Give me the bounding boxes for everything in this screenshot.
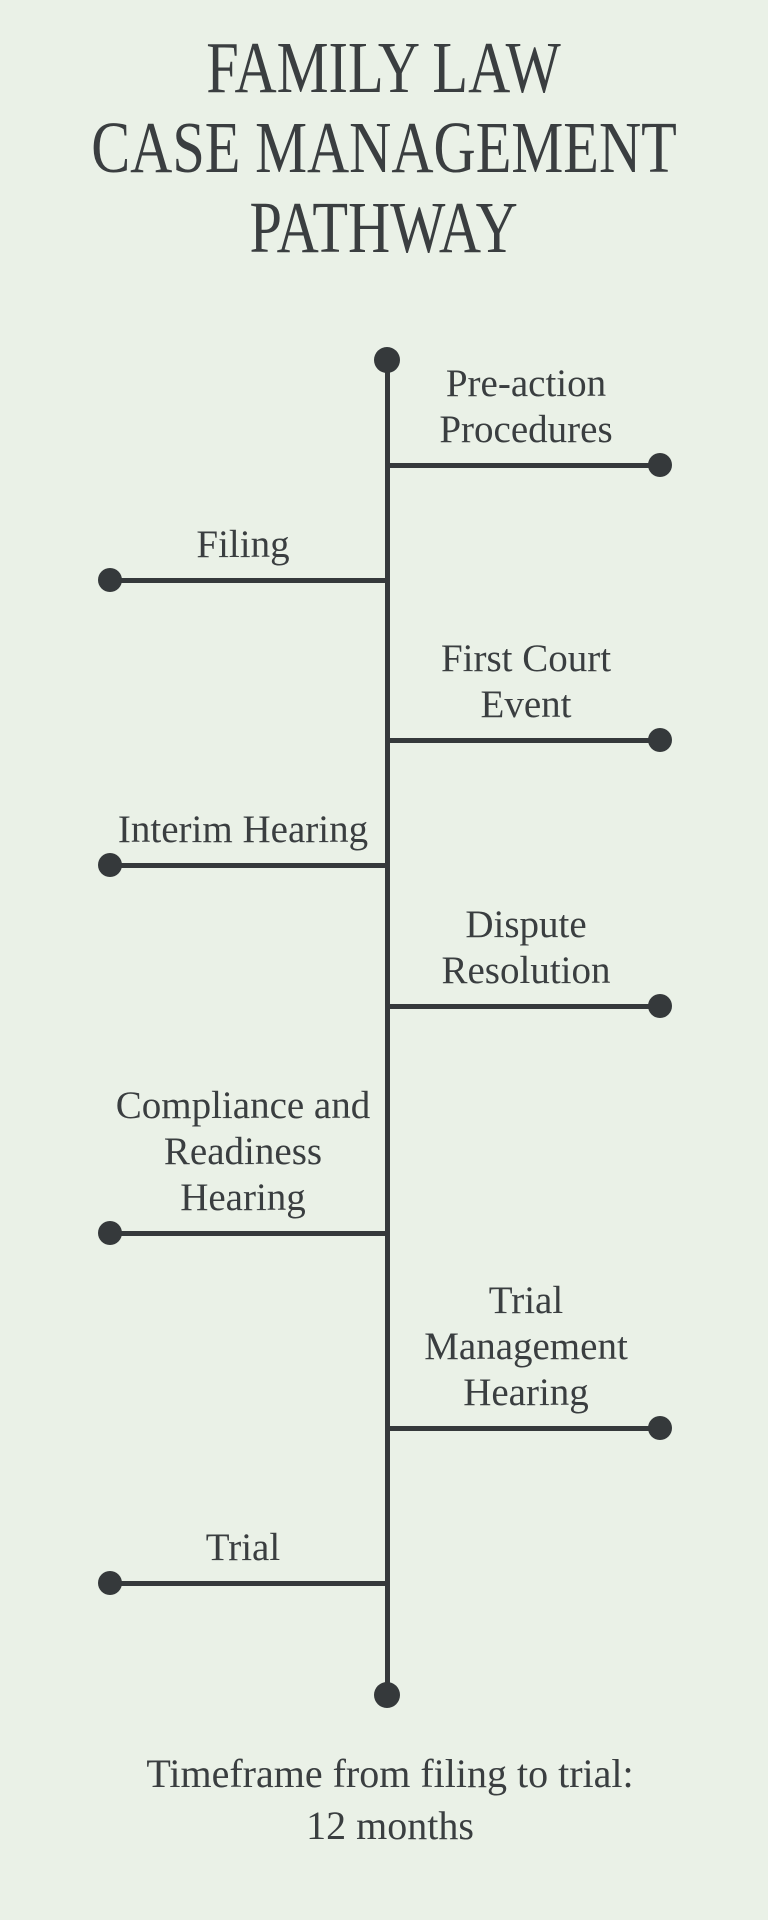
timeline-start-node xyxy=(374,347,400,373)
title-line-3-text: PATHWAY xyxy=(249,187,519,268)
timeline-axis xyxy=(384,360,390,1695)
step-label-line: Interim Hearing xyxy=(117,808,369,851)
timeframe-caption: Timeframe from filing to trial: 12 month… xyxy=(6,1748,768,1852)
step-label-line: Event xyxy=(480,683,572,726)
branch-line-dispute-resolution xyxy=(387,1003,660,1009)
step-label-line: Procedures xyxy=(439,408,613,451)
caption-line-2: 12 months xyxy=(306,1803,474,1848)
step-label-line: Pre-action xyxy=(445,362,607,405)
branch-line-compliance-and-readiness-hearing xyxy=(110,1230,387,1236)
step-label-line: Resolution xyxy=(441,949,611,992)
step-label-line: Hearing xyxy=(180,1176,306,1219)
branch-node-pre-action-procedures xyxy=(648,453,672,477)
step-label-line: Compliance and xyxy=(115,1084,371,1127)
step-label-line: Management xyxy=(424,1325,628,1368)
branch-line-trial-management-hearing xyxy=(387,1425,660,1431)
step-label-line: Hearing xyxy=(463,1371,589,1414)
step-label-filing: Filing xyxy=(63,522,423,568)
step-label-line: Filing xyxy=(196,523,290,566)
branch-node-filing xyxy=(98,568,122,592)
title-line-2: CASE MANAGEMENT xyxy=(0,108,768,188)
timeline-end-node xyxy=(374,1682,400,1708)
branch-line-filing xyxy=(110,577,387,583)
step-label-line: Trial xyxy=(205,1526,281,1569)
title-line-1-text: FAMILY LAW xyxy=(206,27,562,108)
branch-line-first-court-event xyxy=(387,737,660,743)
branch-node-interim-hearing xyxy=(98,853,122,877)
branch-node-first-court-event xyxy=(648,728,672,752)
branch-line-trial xyxy=(110,1580,387,1586)
branch-node-trial-management-hearing xyxy=(648,1416,672,1440)
page-title: FAMILY LAW CASE MANAGEMENT PATHWAY xyxy=(0,28,768,268)
title-line-2-text: CASE MANAGEMENT xyxy=(91,107,677,188)
title-line-1: FAMILY LAW xyxy=(0,28,768,108)
branch-node-compliance-and-readiness-hearing xyxy=(98,1221,122,1245)
step-label-line: Dispute xyxy=(465,903,587,946)
step-label-interim-hearing: Interim Hearing xyxy=(63,807,423,853)
step-label-line: Trial xyxy=(488,1279,564,1322)
branch-node-trial xyxy=(98,1571,122,1595)
branch-line-interim-hearing xyxy=(110,862,387,868)
step-label-line: Readiness xyxy=(163,1130,323,1173)
step-label-line: First Court xyxy=(440,637,612,680)
caption-line-1: Timeframe from filing to trial: xyxy=(146,1751,634,1796)
step-label-trial: Trial xyxy=(63,1525,423,1571)
title-line-3: PATHWAY xyxy=(0,188,768,268)
branch-line-pre-action-procedures xyxy=(387,462,660,468)
branch-node-dispute-resolution xyxy=(648,994,672,1018)
